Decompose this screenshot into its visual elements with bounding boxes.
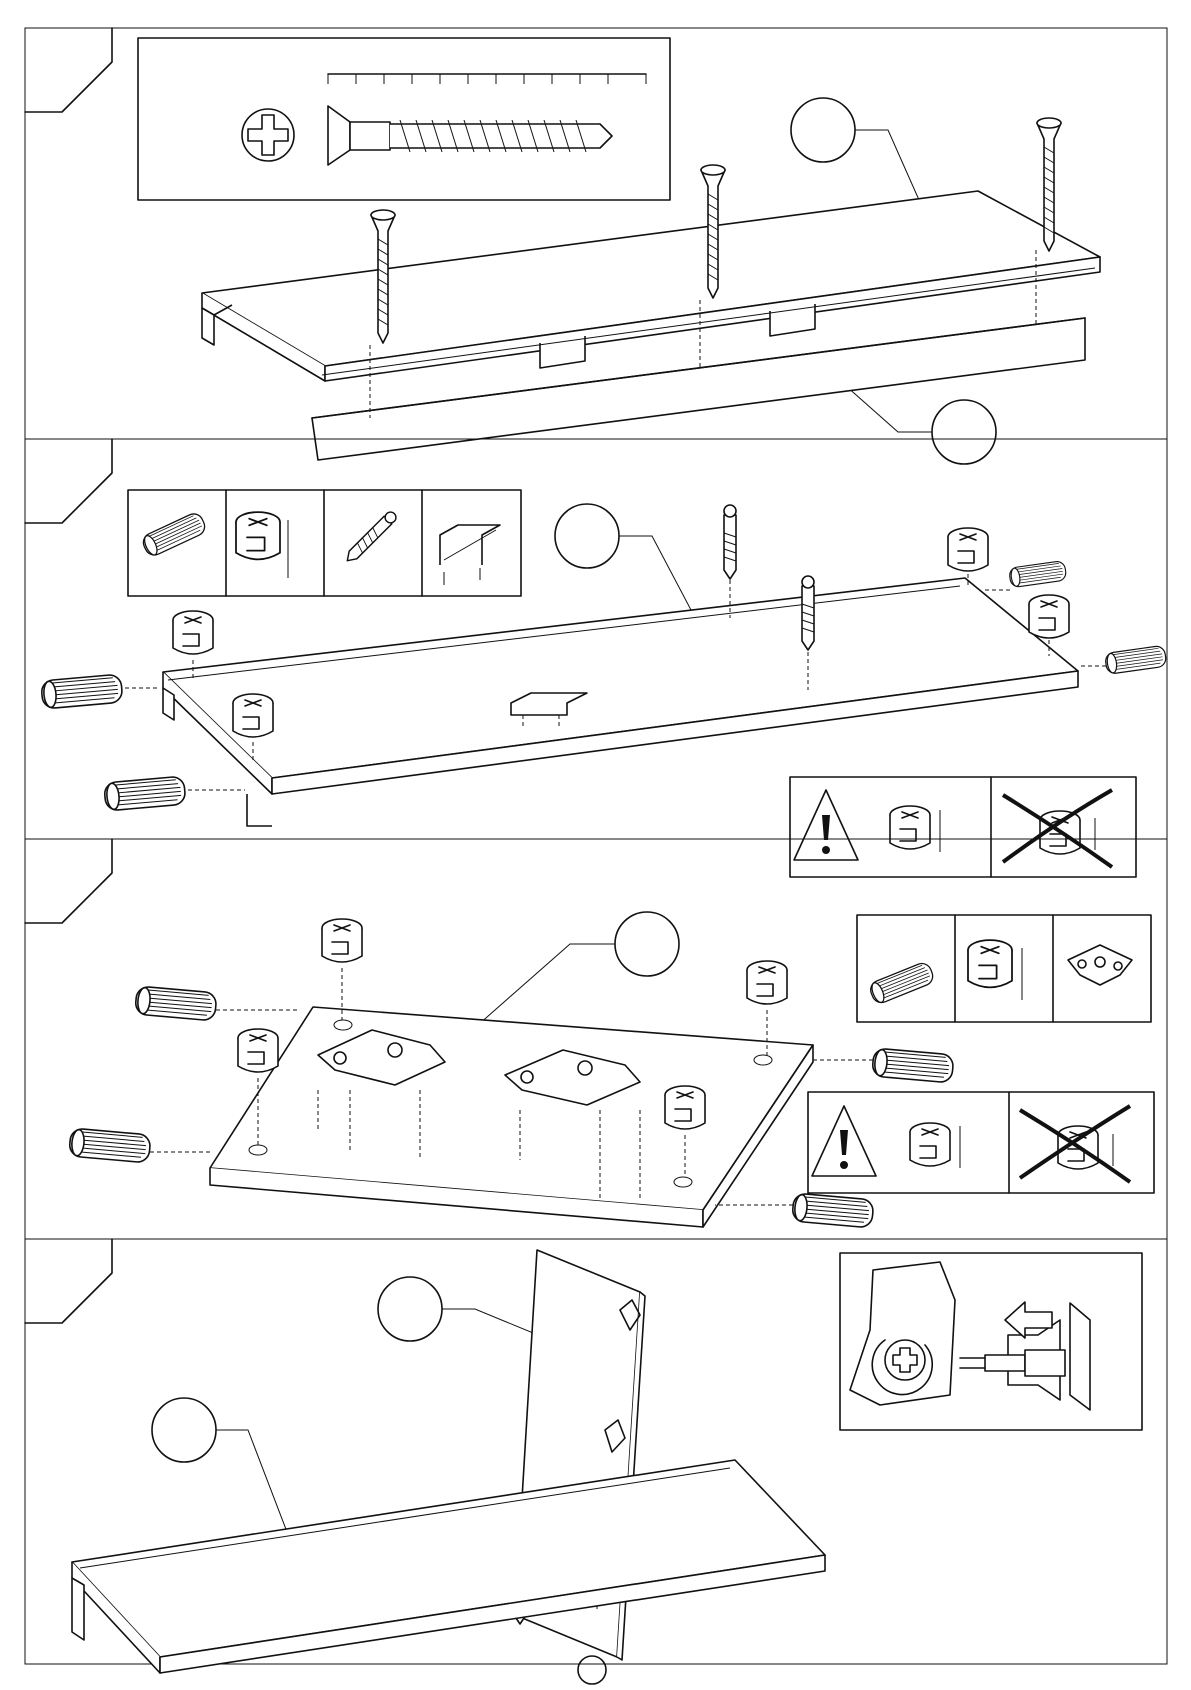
- cam-lock-icon: [948, 528, 988, 571]
- wooden-dowel-icon: [69, 1128, 151, 1163]
- cam-lock-icon: [890, 806, 930, 849]
- confirmat-screw-icon: [242, 74, 646, 165]
- step-2-warning-box: [790, 777, 1136, 877]
- step-1-hardware-inset: [138, 38, 670, 200]
- wooden-dowel-icon: [1009, 561, 1067, 588]
- step-3-part-label: [615, 912, 679, 976]
- step-3-door-board: [210, 1007, 813, 1227]
- step-4-part-label-b: [152, 1398, 216, 1462]
- warning-triangle-icon: [794, 790, 858, 860]
- cam-lock-icon: [968, 940, 1012, 987]
- cam-lock-icon: [1029, 595, 1069, 638]
- step-4-tool-inset: [840, 1253, 1142, 1430]
- step-2-panel: [25, 439, 1167, 877]
- wooden-dowel-icon: [104, 776, 186, 811]
- step-4-number-corner: [25, 1239, 112, 1323]
- wooden-dowel-icon: [872, 1048, 954, 1083]
- wooden-dowel-icon: [868, 961, 936, 1006]
- step-3-number-corner: [25, 839, 112, 923]
- cam-lock-icon: [910, 1123, 950, 1166]
- step-3-warning-box: [808, 1092, 1154, 1193]
- cam-bolt-icon: [802, 576, 814, 650]
- wooden-dowel-icon: [135, 986, 217, 1021]
- step-2-hardware-inset: [128, 490, 521, 596]
- step-2-number-corner: [25, 439, 112, 523]
- wrong-cross-icon: [1003, 790, 1112, 867]
- hinge-plate-icon: [1068, 945, 1132, 985]
- cam-lock-icon: [236, 512, 280, 559]
- step-3-hardware-inset: [857, 915, 1151, 1022]
- step-2-side-board: [163, 578, 1078, 826]
- step-4-panel: [25, 1239, 1167, 1673]
- step-1-part-label-a: [791, 98, 855, 162]
- wooden-dowel-icon: [140, 511, 207, 558]
- step-4-part-label-a: [378, 1277, 442, 1341]
- warning-triangle-icon: [812, 1106, 876, 1176]
- wooden-dowel-icon: [1105, 645, 1167, 674]
- cam-bolt-icon: [724, 505, 736, 579]
- cam-lock-icon: [233, 694, 273, 737]
- step-4-bottom-board: [72, 1460, 825, 1673]
- cam-lock-icon: [322, 919, 362, 962]
- wooden-dowel-icon: [41, 674, 123, 709]
- wooden-dowel-icon: [792, 1193, 874, 1228]
- page-number-circle: [578, 1656, 606, 1684]
- handle-icon: [440, 525, 500, 585]
- step-3-panel: [25, 839, 1167, 1239]
- cam-lock-icon: [665, 1086, 705, 1129]
- step-2-part-label: [555, 504, 619, 568]
- step-1-number-corner: [25, 28, 112, 112]
- cam-lock-icon: [238, 1029, 278, 1072]
- cam-bolt-icon: [343, 510, 398, 565]
- cam-lock-icon: [747, 961, 787, 1004]
- cam-lock-icon: [173, 611, 213, 654]
- step-1-part-label-b: [932, 400, 996, 464]
- step-1-panel: [25, 28, 1167, 464]
